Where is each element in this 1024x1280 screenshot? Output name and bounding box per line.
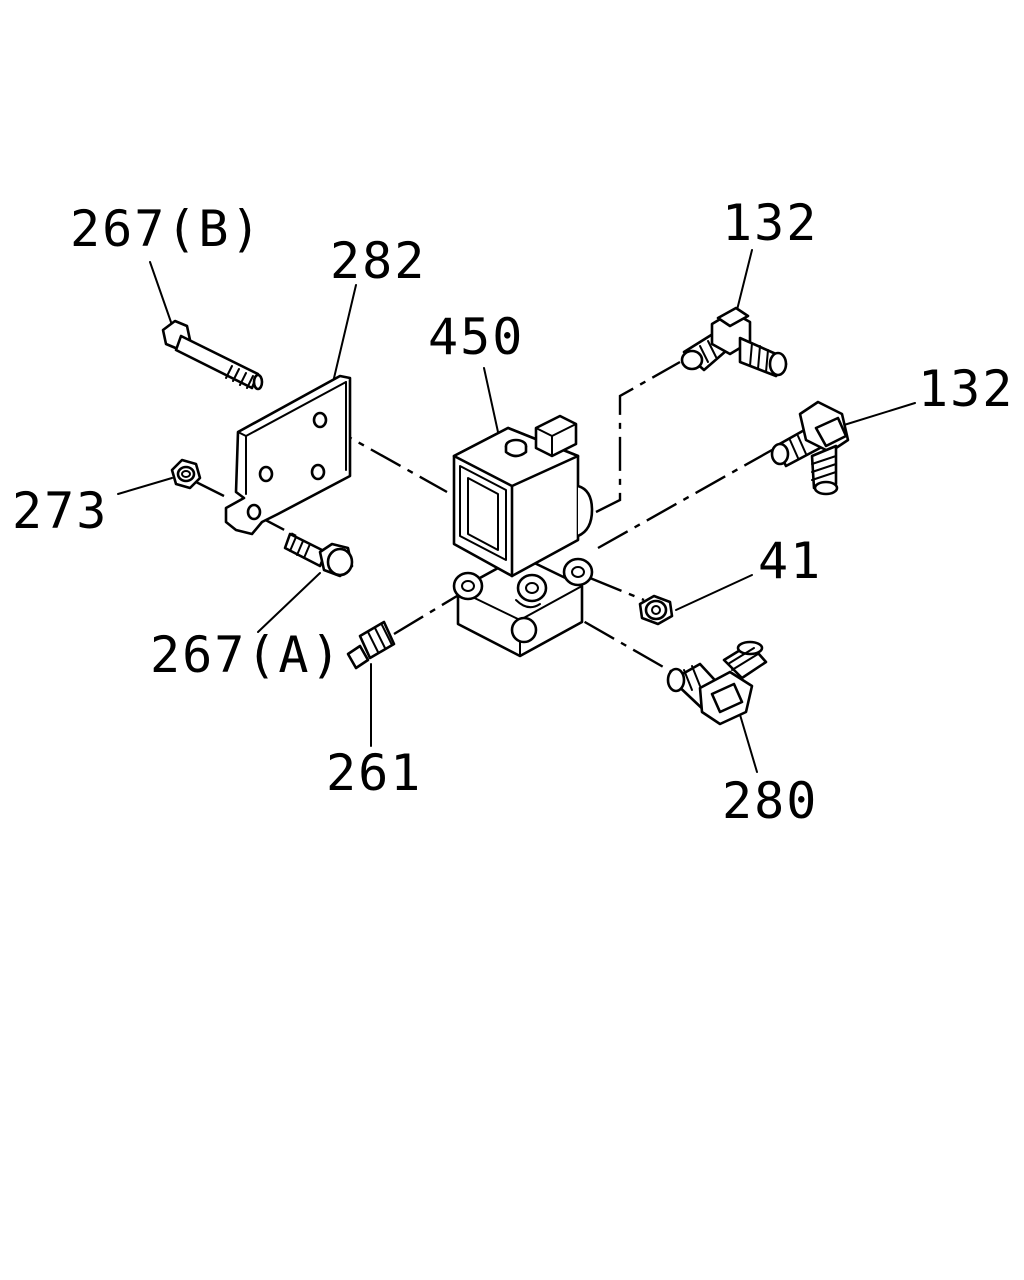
leader-132-top: [736, 249, 753, 311]
part-labels: 267(B) 282 450 132 132 273 267(A) 41 261…: [12, 194, 1014, 830]
leader-273: [117, 477, 173, 495]
leader-lines: [117, 249, 916, 773]
leader-267b: [149, 261, 173, 326]
label-132-top: 132: [722, 194, 818, 252]
solenoid-valve-450: [452, 414, 594, 658]
bolt-267a: [283, 532, 354, 578]
elbow-fitting-280: [666, 640, 768, 726]
nut-41: [638, 594, 674, 626]
label-273: 273: [12, 482, 108, 540]
label-450: 450: [428, 308, 524, 366]
fitting-132-top: [680, 306, 788, 378]
label-280: 280: [722, 772, 818, 830]
leader-282: [329, 284, 357, 396]
leader-267a: [257, 572, 321, 633]
bracket-282: [224, 374, 352, 536]
leader-41: [675, 574, 753, 611]
leader-132-right: [843, 402, 916, 426]
leader-450: [483, 367, 499, 433]
leader-280: [737, 707, 758, 773]
bolt-267b: [161, 319, 264, 391]
label-132-right: 132: [918, 360, 1014, 418]
label-261: 261: [326, 744, 422, 802]
label-267b: 267(B): [70, 200, 263, 258]
nut-273: [170, 458, 202, 490]
plug-261: [346, 620, 396, 670]
label-41: 41: [758, 532, 822, 590]
label-282: 282: [330, 232, 426, 290]
label-267a: 267(A): [150, 626, 343, 684]
fitting-132-right: [770, 400, 850, 496]
